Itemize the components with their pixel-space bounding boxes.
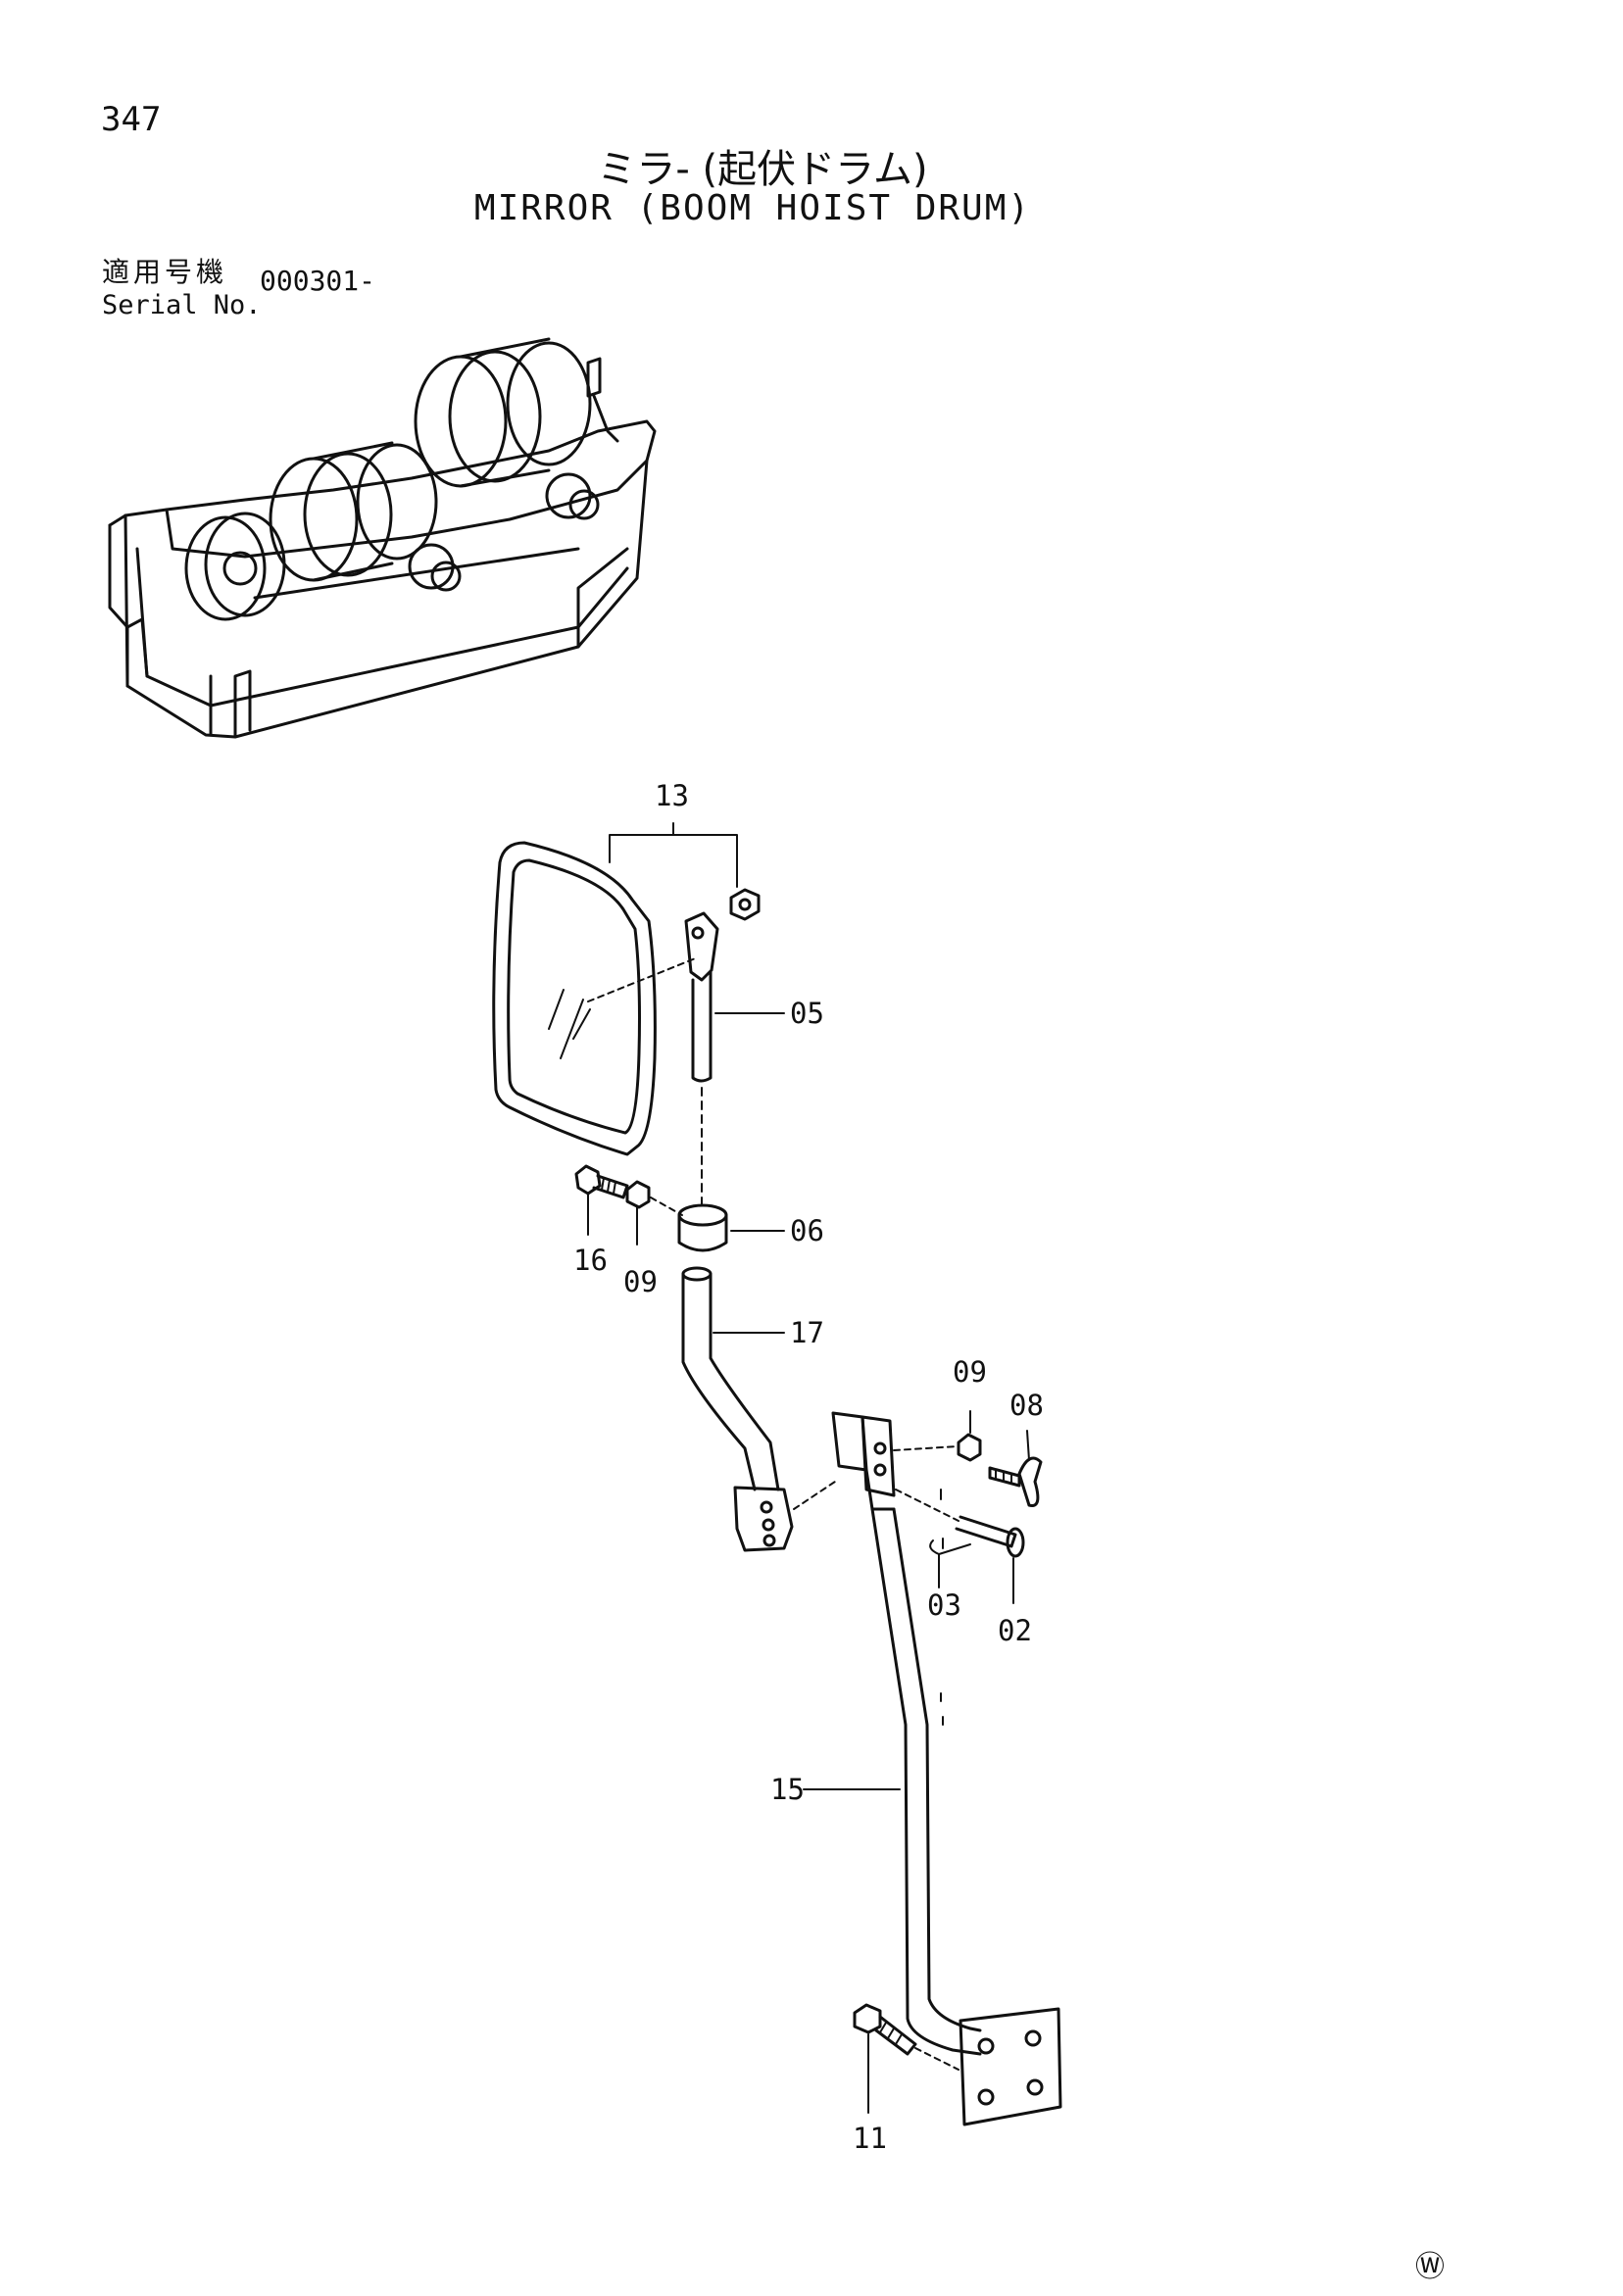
serial-number-value: 000301- bbox=[260, 265, 376, 297]
callout-16: 16 bbox=[573, 1244, 608, 1277]
part-03-clip bbox=[929, 1539, 971, 1588]
part-16-bolt bbox=[574, 1164, 629, 1236]
part-02-pin bbox=[895, 1489, 1025, 1604]
callout-09-left: 09 bbox=[623, 1265, 658, 1298]
part-06-collar bbox=[677, 1203, 785, 1252]
callout-08: 08 bbox=[1009, 1389, 1044, 1422]
callout-13: 13 bbox=[655, 779, 689, 812]
part-09-nut-left bbox=[625, 1180, 683, 1246]
callout-15: 15 bbox=[770, 1773, 805, 1806]
part-08-wing-bolt bbox=[988, 1430, 1043, 1507]
drum-assembly-overview bbox=[108, 337, 657, 739]
callout-13-bracket bbox=[609, 822, 738, 888]
part-09-nut-right bbox=[893, 1410, 982, 1462]
part-05-post bbox=[684, 911, 785, 1212]
watermark-w-symbol: Ⓦ bbox=[1415, 2250, 1445, 2284]
callout-03: 03 bbox=[927, 1588, 961, 1622]
title-english: MIRROR (BOOM HOIST DRUM) bbox=[473, 188, 1032, 228]
title-japanese: ミラ- (起伏ドラム) bbox=[597, 147, 928, 192]
part-11-bolt bbox=[853, 2003, 959, 2114]
callout-02: 02 bbox=[998, 1614, 1032, 1647]
serial-label-english: Serial No. bbox=[102, 290, 262, 320]
page-number: 347 bbox=[101, 100, 162, 139]
callout-09-right: 09 bbox=[953, 1355, 987, 1389]
part-15-stand bbox=[803, 1411, 1062, 2126]
callout-06: 06 bbox=[790, 1214, 824, 1247]
part-17-pipe bbox=[681, 1266, 836, 1552]
callout-05: 05 bbox=[790, 997, 824, 1030]
callout-17: 17 bbox=[790, 1316, 824, 1349]
nut-top bbox=[729, 888, 761, 921]
mirror-assembly bbox=[492, 841, 699, 1156]
callout-11: 11 bbox=[853, 2122, 887, 2155]
serial-label-japanese: 適用号機 bbox=[102, 256, 228, 288]
